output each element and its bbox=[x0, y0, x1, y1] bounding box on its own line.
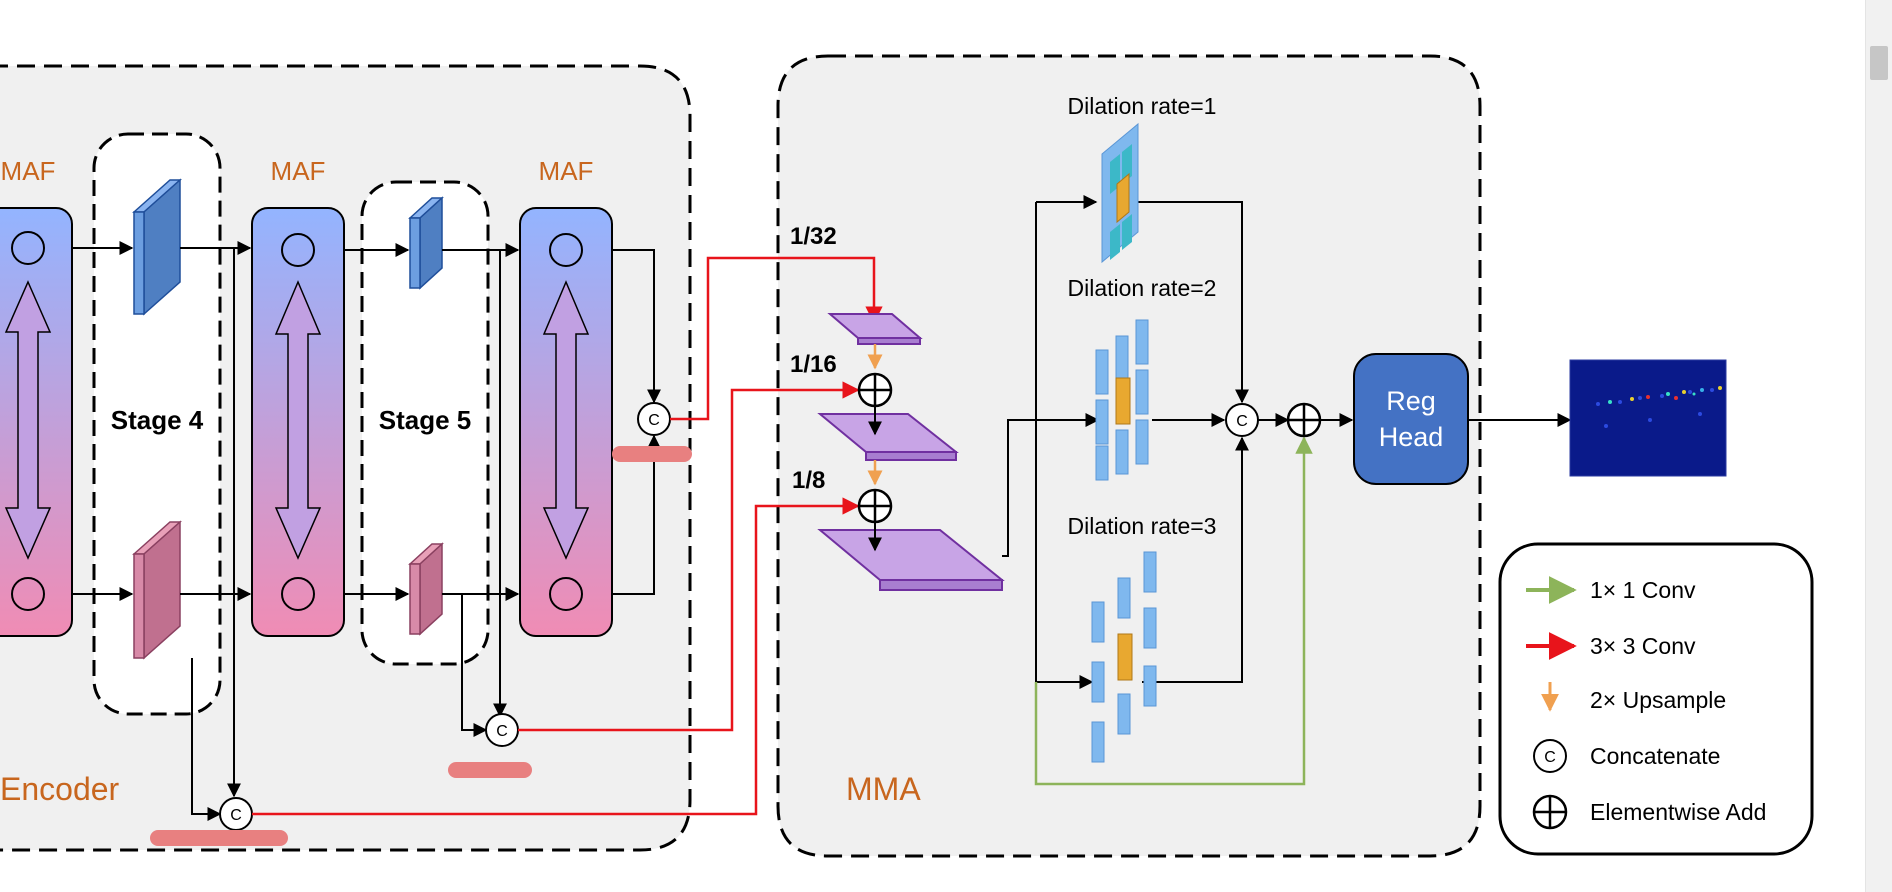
dilation-label-2: Dilation rate=2 bbox=[1068, 275, 1217, 301]
concat-top-node: C bbox=[637, 402, 671, 436]
mma-title: MMA bbox=[846, 771, 921, 807]
dilation-kernel-2 bbox=[1095, 319, 1149, 481]
dilation-kernel-1 bbox=[1101, 122, 1139, 264]
highlight-bar-top bbox=[612, 446, 692, 462]
maf-block-2 bbox=[251, 207, 345, 637]
dilation-label-1: Dilation rate=1 bbox=[1068, 93, 1217, 119]
vertical-scrollbar[interactable] bbox=[1865, 0, 1892, 892]
highlight-bar-mid bbox=[448, 762, 532, 778]
scale-label-1-8: 1/8 bbox=[792, 467, 825, 494]
svg-text:C: C bbox=[1236, 413, 1248, 430]
dilation-kernel-3 bbox=[1091, 551, 1157, 763]
legend-label-3x3-conv: 3× 3 Conv bbox=[1590, 633, 1696, 659]
svg-text:C: C bbox=[648, 412, 660, 429]
legend-label-elementwise-add: Elementwise Add bbox=[1590, 799, 1766, 825]
maf-block-1 bbox=[0, 207, 73, 637]
red-conv-lines bbox=[252, 256, 883, 816]
legend-add-icon bbox=[1532, 794, 1568, 830]
legend: 1× 1 Conv 3× 3 Conv 2× Upsample C Concat… bbox=[1498, 542, 1814, 856]
stage5-label: Stage 5 bbox=[379, 405, 472, 435]
svg-text:Head: Head bbox=[1379, 422, 1444, 452]
legend-label-upsample: 2× Upsample bbox=[1590, 687, 1726, 713]
stage4-box bbox=[92, 132, 222, 716]
stage4-label: Stage 4 bbox=[111, 405, 204, 435]
pyramid-feature-top bbox=[827, 313, 923, 345]
pyramid-feature-bottom bbox=[817, 529, 1005, 591]
pyramid-feature-mid bbox=[817, 413, 959, 461]
elementwise-add-node-1 bbox=[857, 372, 893, 408]
mma-add-node bbox=[1286, 402, 1322, 438]
scale-label-1-32: 1/32 bbox=[790, 223, 837, 250]
concat-bottom-node: C bbox=[219, 797, 253, 831]
svg-text:Reg: Reg bbox=[1386, 386, 1436, 416]
legend-concatenate-icon bbox=[1533, 739, 1567, 773]
stage5-top-feature bbox=[408, 196, 444, 290]
mma-concat-node: C bbox=[1225, 403, 1259, 437]
maf-label-1: MAF bbox=[1, 156, 56, 186]
scale-label-1-16: 1/16 bbox=[790, 351, 837, 378]
stage4-bottom-feature bbox=[132, 520, 182, 660]
stage4-top-feature bbox=[132, 178, 182, 316]
scrollbar-thumb[interactable] bbox=[1870, 46, 1888, 80]
maf-label-3: MAF bbox=[539, 156, 594, 186]
reg-head-block: Reg Head bbox=[1353, 353, 1469, 485]
stage5-box bbox=[360, 180, 490, 666]
elementwise-add-node-2 bbox=[857, 488, 893, 524]
legend-label-concatenate: Concatenate bbox=[1590, 743, 1720, 769]
highlight-bar-bottom bbox=[150, 830, 288, 846]
output-density-map bbox=[1569, 359, 1727, 477]
maf-label-2: MAF bbox=[271, 156, 326, 186]
maf-block-3 bbox=[519, 207, 613, 637]
svg-text:C: C bbox=[1544, 749, 1556, 766]
encoder-connections bbox=[72, 241, 661, 821]
encoder-title: Encoder bbox=[0, 771, 120, 807]
svg-text:C: C bbox=[230, 807, 242, 824]
legend-label-1x1-conv: 1× 1 Conv bbox=[1590, 577, 1696, 603]
dilation-label-3: Dilation rate=3 bbox=[1068, 513, 1217, 539]
dilation-branch-connections bbox=[1002, 195, 1572, 689]
concat-mid-node: C bbox=[485, 713, 519, 747]
skip-1x1-conv-line bbox=[1034, 436, 1313, 786]
svg-text:C: C bbox=[496, 723, 508, 740]
stage5-bottom-feature bbox=[408, 542, 444, 636]
